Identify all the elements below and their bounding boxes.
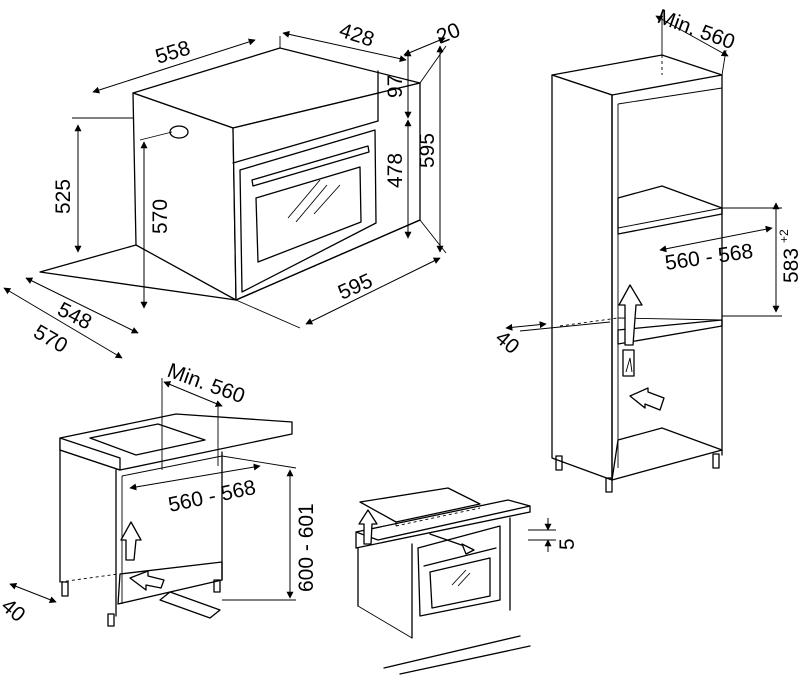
oven-drawing	[39, 47, 421, 301]
dim-height-525: 525	[52, 179, 75, 214]
dim-height-97: 97	[384, 75, 407, 98]
hob-dimensions	[528, 518, 556, 552]
dim-height-595: 595	[416, 133, 439, 168]
tall-width-560-568: 560 - 568	[663, 240, 754, 275]
tall-cabinet-drawing	[551, 54, 723, 493]
under-counter-drawing	[59, 413, 293, 627]
under-gap-40: 40	[0, 594, 29, 627]
under-min-560: Min. 560	[164, 359, 248, 408]
dim-depth-570: 570	[30, 320, 72, 357]
tall-cabinet-dimensions	[505, 12, 782, 332]
dim-depth-548: 548	[54, 298, 96, 334]
tall-height-583-tolerance: +2	[777, 229, 791, 243]
dim-width-595-bottom: 595	[335, 269, 376, 304]
hob-oven-drawing	[355, 487, 531, 675]
hob-thickness-5: 5	[556, 538, 579, 550]
under-width-560-568: 560 - 568	[166, 476, 258, 517]
dim-width-558: 558	[153, 37, 193, 69]
tall-gap-40: 40	[491, 326, 524, 359]
dim-depth-428: 428	[336, 19, 376, 52]
tall-height-583: 583	[780, 248, 801, 283]
dim-height-570: 570	[149, 199, 172, 234]
oven-dimensions	[3, 30, 447, 359]
dim-thickness-20: 20	[433, 19, 463, 49]
tall-min-560: Min. 560	[654, 5, 738, 54]
under-height-600-601: 600 - 601	[295, 503, 318, 592]
under-counter-dimensions	[9, 378, 297, 603]
dim-height-478: 478	[384, 153, 407, 188]
